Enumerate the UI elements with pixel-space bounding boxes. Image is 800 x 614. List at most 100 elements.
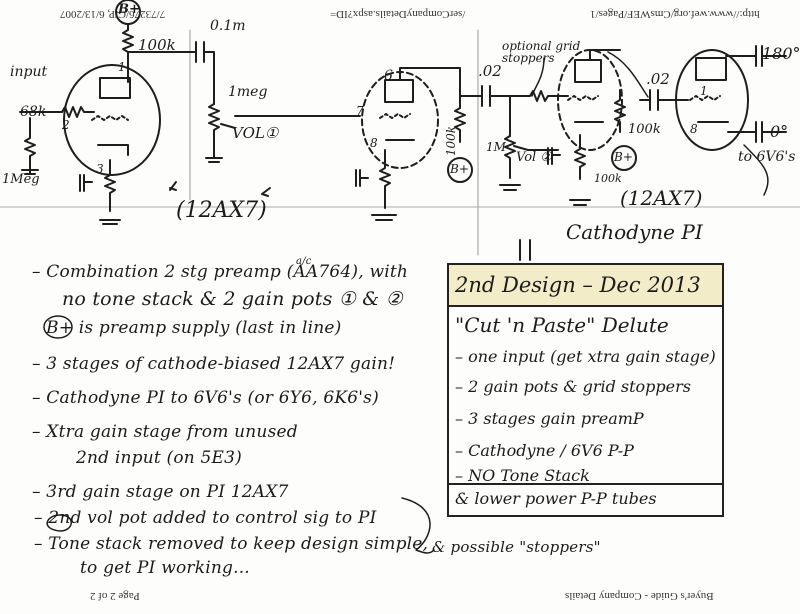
note-line-11: to get PI working... — [80, 558, 250, 578]
r-1meg-left-label: 1Meg — [2, 172, 40, 187]
design-box-title: 2nd Design – Dec 2013 — [449, 265, 722, 307]
arrow-stoppers-1 — [531, 57, 545, 97]
note-line-10: – Tone stack removed to keep design simp… — [34, 534, 429, 554]
r-100k-top-label: 100k — [138, 36, 176, 54]
note-line-12: & possible "stoppers" — [432, 538, 601, 556]
pin1-pi-label: 1 — [700, 84, 708, 98]
tube-label-right: (12AX7) — [620, 186, 703, 210]
bracket-stoppers — [401, 497, 435, 554]
pi-plate-wire — [589, 49, 621, 61]
circle-2nd — [46, 514, 72, 532]
to-6v6s-label: to 6V6's — [738, 149, 796, 165]
pi-plate-resistor — [614, 89, 626, 133]
bt-mid-label: B+ — [450, 162, 469, 176]
tube-label-left: (12AX7) — [176, 198, 267, 223]
note-line-2: no tone stack & 2 gain pots ① & ② — [62, 288, 403, 310]
note-text-1: – Combination 2 stg preamp (AA764), with — [32, 262, 409, 282]
volume-pot-2 — [504, 135, 516, 179]
grid-2 — [379, 113, 411, 119]
ground-pi — [569, 199, 591, 206]
cathode-resistor-1 — [104, 159, 116, 212]
note-line-1: – Combination 2 stg preamp (AA764), with… — [32, 256, 424, 282]
ground-cathode-2 — [371, 214, 397, 221]
b-plus-terminal-mid — [447, 157, 473, 183]
pot-1m-right-label: 1M — [486, 140, 506, 154]
vol2-label: Vol ② — [516, 150, 552, 165]
design-box-item-1: – one input (get xtra gain stage) — [455, 347, 716, 366]
pi-cathode-cap — [547, 147, 561, 165]
grid-leak-1meg — [24, 117, 36, 175]
b-plus-top-label: B+ — [118, 2, 140, 17]
ground-cathode-1 — [99, 219, 121, 225]
output-cap-0 — [727, 121, 787, 143]
plate-pi — [574, 59, 602, 83]
note-line-6: – Xtra gain stage from unused — [32, 422, 298, 442]
bt-pi-label: B+ — [614, 150, 633, 164]
pi-separator-marks — [519, 239, 531, 261]
pin7-label: 7 — [356, 104, 364, 118]
arrow-stoppers-2 — [607, 51, 649, 98]
note-sup-1: a/c — [296, 256, 312, 268]
ground-pot-1 — [205, 149, 223, 163]
circle-bplus-note — [43, 315, 73, 339]
plate-1 — [99, 77, 131, 99]
coupling-cap-01 — [195, 41, 205, 63]
pin6-label: 6 — [384, 68, 393, 84]
pot-wiper-1 — [220, 123, 236, 129]
c-02a-label: .02 — [478, 62, 502, 80]
ground-input — [21, 169, 39, 175]
note-line-8: – 3rd gain stage on PI 12AX7 — [32, 482, 289, 502]
out-180-label: 180° — [762, 44, 800, 63]
cathodyne-pi-label: Cathodyne PI — [566, 220, 703, 244]
plate-pi-2 — [695, 57, 727, 81]
vol1-label: VOL① — [232, 124, 279, 142]
cathode-1 — [97, 144, 129, 156]
tube-envelope-2 — [361, 71, 439, 169]
arrow-to-6v6 — [743, 144, 769, 196]
note-line-5: – Cathodyne PI to 6V6's (or 6Y6, 6K6's) — [32, 388, 379, 408]
design-box-item-2: – 2 gain pots & grid stoppers — [455, 377, 691, 396]
pin8-label: 8 — [370, 136, 378, 150]
pot-wiper-2 — [513, 145, 529, 151]
r-100k-mid-label: 100k — [444, 125, 459, 157]
volume-pot-1 — [208, 103, 220, 151]
output-cap-180 — [725, 45, 787, 67]
grid-resistor-68k — [61, 106, 95, 118]
design-box-subtitle: "Cut 'n Paste" Delute — [455, 313, 669, 337]
pi-cathode-resistor — [574, 134, 586, 180]
pin1-label: 1 — [118, 60, 126, 74]
cap-wire-2 — [489, 95, 511, 137]
r-100k-pi-bottom-label: 100k — [594, 172, 622, 185]
design-box-item-6: & lower power P-P tubes — [455, 489, 657, 508]
cathode-resistor-2 — [379, 149, 391, 209]
ground-pot-2 — [499, 184, 521, 191]
design-box-divider — [449, 483, 722, 485]
optional-grid-stoppers-label: optional grid stoppers — [502, 39, 581, 65]
grid-1 — [91, 115, 129, 121]
cathode-cap-2 — [355, 169, 369, 187]
input-label: input — [10, 64, 48, 80]
r-100k-pi-label: 100k — [628, 122, 661, 137]
note-line-9: – 2nd vol pot added to control sig to PI — [34, 508, 377, 528]
note-line-7: 2nd input (on 5E3) — [76, 448, 242, 468]
pin3-label: 3 — [96, 162, 104, 176]
arrow-tube-label-left-2 — [261, 187, 271, 197]
note-line-4: – 3 stages of cathode-biased 12AX7 gain! — [32, 354, 396, 374]
plate-resistor-100k — [122, 23, 134, 83]
r-68k-label: 68k — [20, 104, 47, 120]
grid-pi — [567, 95, 599, 101]
c-01m-label: 0.1m — [210, 18, 246, 34]
tube-envelope-1 — [63, 64, 161, 176]
design-box-item-5: – NO Tone Stack — [455, 466, 590, 485]
plate-resistor-2 — [454, 107, 466, 143]
grid-pi-2 — [689, 95, 721, 101]
out-0-label: 0° — [770, 122, 789, 141]
pin2-label: 2 — [62, 118, 70, 132]
pot-1meg-label: 1meg — [228, 84, 268, 100]
cap-wire — [203, 51, 215, 105]
design-box-item-3: – 3 stages gain preamP — [455, 409, 644, 428]
arrow-tube-label-left — [169, 181, 177, 191]
coupling-cap-02a — [481, 85, 491, 107]
b-plus-terminal-pi — [611, 145, 637, 171]
